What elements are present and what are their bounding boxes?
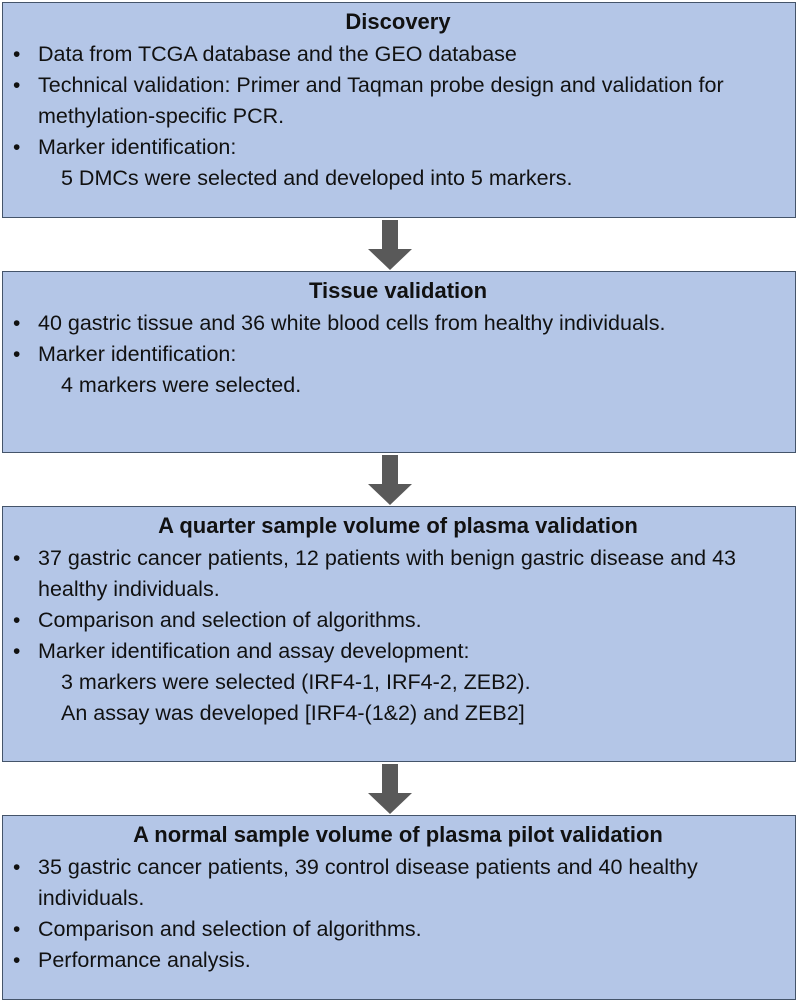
down-arrow-icon (368, 220, 412, 270)
bullet-item: 40 gastric tissue and 36 white blood cel… (11, 308, 785, 339)
sub-item: An assay was developed [IRF4-(1&2) and Z… (61, 701, 525, 725)
stage-box-tissue-validation: Tissue validation 40 gastric tissue and … (2, 271, 796, 453)
stage-title: Tissue validation (308, 278, 488, 303)
down-arrow-icon (368, 455, 412, 505)
bullet-list: Data from TCGA database and the GEO data… (11, 39, 785, 194)
bullet-item: Marker identification and assay developm… (11, 636, 785, 729)
bullet-list: 37 gastric cancer patients, 12 patients … (11, 543, 785, 729)
bullet-item: Data from TCGA database and the GEO data… (11, 39, 785, 70)
bullet-item: Marker identification:4 markers were sel… (11, 339, 785, 401)
sub-item: 5 DMCs were selected and developed into … (61, 166, 573, 190)
stage-title: Discovery (345, 9, 451, 34)
sub-item: 3 markers were selected (IRF4-1, IRF4-2,… (61, 670, 531, 694)
stage-box-discovery: Discovery Data from TCGA database and th… (2, 2, 796, 218)
stage-box-quarter-plasma-validation: A quarter sample volume of plasma valida… (2, 506, 796, 762)
bullet-item: Technical validation: Primer and Taqman … (11, 70, 785, 132)
stage-box-normal-plasma-pilot-validation: A normal sample volume of plasma pilot v… (2, 815, 796, 1000)
bullet-item: Marker identification:5 DMCs were select… (11, 132, 785, 194)
sub-item: 4 markers were selected. (61, 373, 302, 397)
stage-title: A quarter sample volume of plasma valida… (158, 513, 638, 538)
bullet-list: 40 gastric tissue and 36 white blood cel… (11, 308, 785, 401)
bullet-item: Performance analysis. (11, 945, 785, 976)
bullet-item: 37 gastric cancer patients, 12 patients … (11, 543, 785, 605)
stage-title: A normal sample volume of plasma pilot v… (133, 822, 663, 847)
bullet-list: 35 gastric cancer patients, 39 control d… (11, 852, 785, 976)
bullet-item: Comparison and selection of algorithms. (11, 605, 785, 636)
bullet-item: Comparison and selection of algorithms. (11, 914, 785, 945)
bullet-item: 35 gastric cancer patients, 39 control d… (11, 852, 785, 914)
down-arrow-icon (368, 764, 412, 814)
